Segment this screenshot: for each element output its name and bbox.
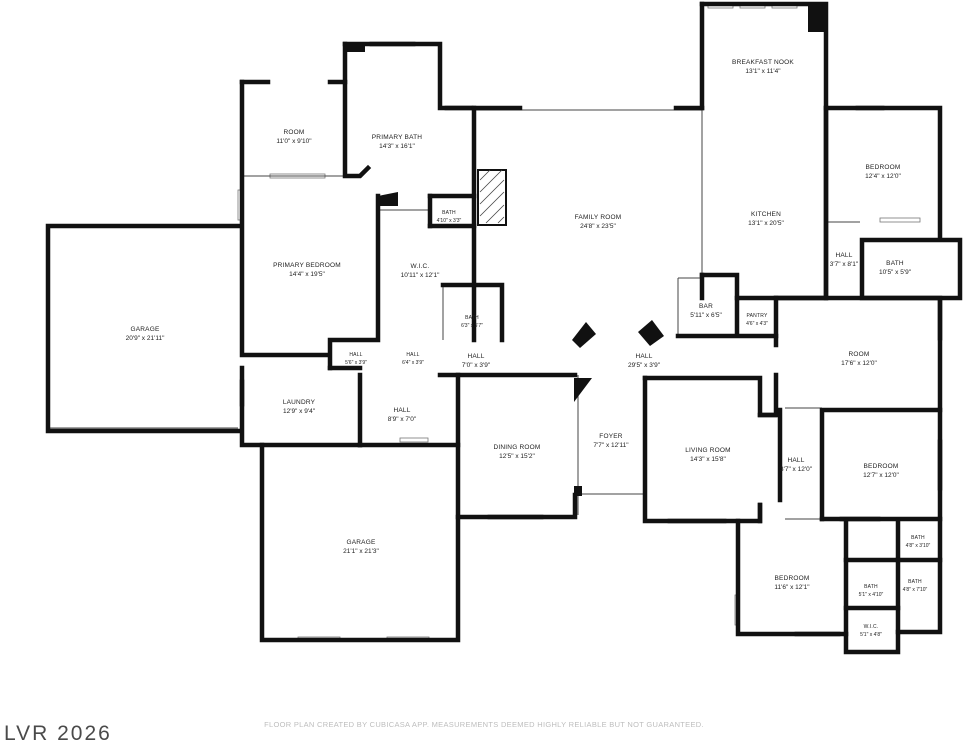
room-dims: 14'3" x 16'1" (379, 143, 415, 150)
room-name: BAR (699, 303, 713, 310)
room-dims: 12'9" x 9'4" (283, 408, 316, 415)
room-dims: 14'3" x 15'8" (690, 456, 726, 463)
room-name: ROOM (283, 129, 304, 136)
room-name: PRIMARY BEDROOM (273, 262, 341, 269)
room-name: HALL (835, 252, 852, 259)
room-name: ROOM (848, 351, 869, 358)
room-dims: 5'6" x 3'9" (345, 360, 367, 366)
room-dims: 5'1" x 4'8" (860, 632, 882, 638)
room-dims: 13'1" x 20'5" (748, 220, 784, 227)
room-name: BEDROOM (775, 575, 810, 582)
room-dims: 6'3" x 5'7" (461, 323, 483, 329)
room-dims: 12'4" x 12'0" (865, 173, 901, 180)
room-name: GARAGE (346, 539, 375, 546)
walls (45, 1, 963, 655)
room-name: HALL (467, 353, 484, 360)
room-name: BATH (908, 579, 922, 585)
room-dims: 21'1" x 21'3" (343, 548, 379, 555)
room-dims: 12'5" x 15'2" (499, 453, 535, 460)
room-dims: 6'4" x 3'9" (402, 360, 424, 366)
room-name: GARAGE (130, 326, 159, 333)
room-dims: 11'0" x 9'10" (276, 138, 312, 145)
room-name: HALL (406, 352, 419, 358)
room-labels: ROOM 11'0" x 9'10" PRIMARY BATH 14'3" x … (126, 59, 931, 638)
room-dims: 4'8" x 7'10" (903, 587, 928, 593)
room-name: BATH (911, 535, 925, 541)
room-dims: 12'7" x 12'0" (863, 472, 899, 479)
room-dims: 13'1" x 11'4" (745, 68, 781, 75)
room-dims: 4'6" x 4'3" (746, 321, 768, 327)
room-name: FOYER (599, 433, 622, 440)
room-dims: 3'7" x 12'0" (780, 466, 813, 473)
room-dims: 8'9" x 7'0" (388, 416, 417, 423)
wall-stubs (345, 4, 828, 496)
room-dims: 14'4" x 19'5" (289, 271, 325, 278)
room-name: BATH (465, 315, 479, 321)
room-dims: 7'0" x 3'9" (462, 362, 491, 369)
room-name: HALL (349, 352, 362, 358)
room-dims: 24'8" x 23'5" (580, 223, 616, 230)
room-name: BEDROOM (866, 164, 901, 171)
room-dims: 10'5" x 5'9" (879, 269, 912, 276)
room-name: HALL (635, 353, 652, 360)
room-name: W.I.C. (864, 624, 879, 630)
room-name: BREAKFAST NOOK (732, 59, 794, 66)
room-name: BATH (886, 260, 904, 267)
room-dims: 17'6" x 12'0" (841, 360, 877, 367)
room-dims: 10'11" x 12'1" (401, 272, 440, 279)
room-name: BATH (864, 584, 878, 590)
room-dims: 7'7" x 12'11" (593, 442, 629, 449)
room-name: PANTRY (746, 313, 767, 319)
room-name: DINING ROOM (494, 444, 541, 451)
room-dims: 11'6" x 12'1" (774, 584, 810, 591)
room-name: BEDROOM (864, 463, 899, 470)
room-name: HALL (393, 407, 410, 414)
room-dims: 29'5" x 3'9" (628, 362, 661, 369)
room-name: HALL (787, 457, 804, 464)
room-dims: 20'9" x 21'11" (126, 335, 165, 342)
room-name: LIVING ROOM (685, 447, 731, 454)
room-name: FAMILY ROOM (575, 214, 622, 221)
room-name: W.I.C. (411, 263, 430, 270)
room-dims: 5'1" x 4'10" (859, 592, 884, 598)
watermark: LVR 2026 (4, 722, 112, 745)
room-name: LAUNDRY (283, 399, 316, 406)
room-dims: 4'8" x 3'10" (906, 543, 931, 549)
fireplace (477, 169, 507, 226)
room-dims: 4'10" x 3'3" (437, 218, 462, 224)
room-dims: 3'7" x 8'1" (830, 261, 859, 268)
room-name: PRIMARY BATH (372, 134, 423, 141)
disclaimer: FLOOR PLAN CREATED BY CUBICASA APP. MEAS… (264, 720, 704, 729)
room-name: KITCHEN (751, 211, 781, 218)
room-dims: 5'11" x 6'5" (690, 312, 722, 319)
room-name: BATH (442, 210, 456, 216)
